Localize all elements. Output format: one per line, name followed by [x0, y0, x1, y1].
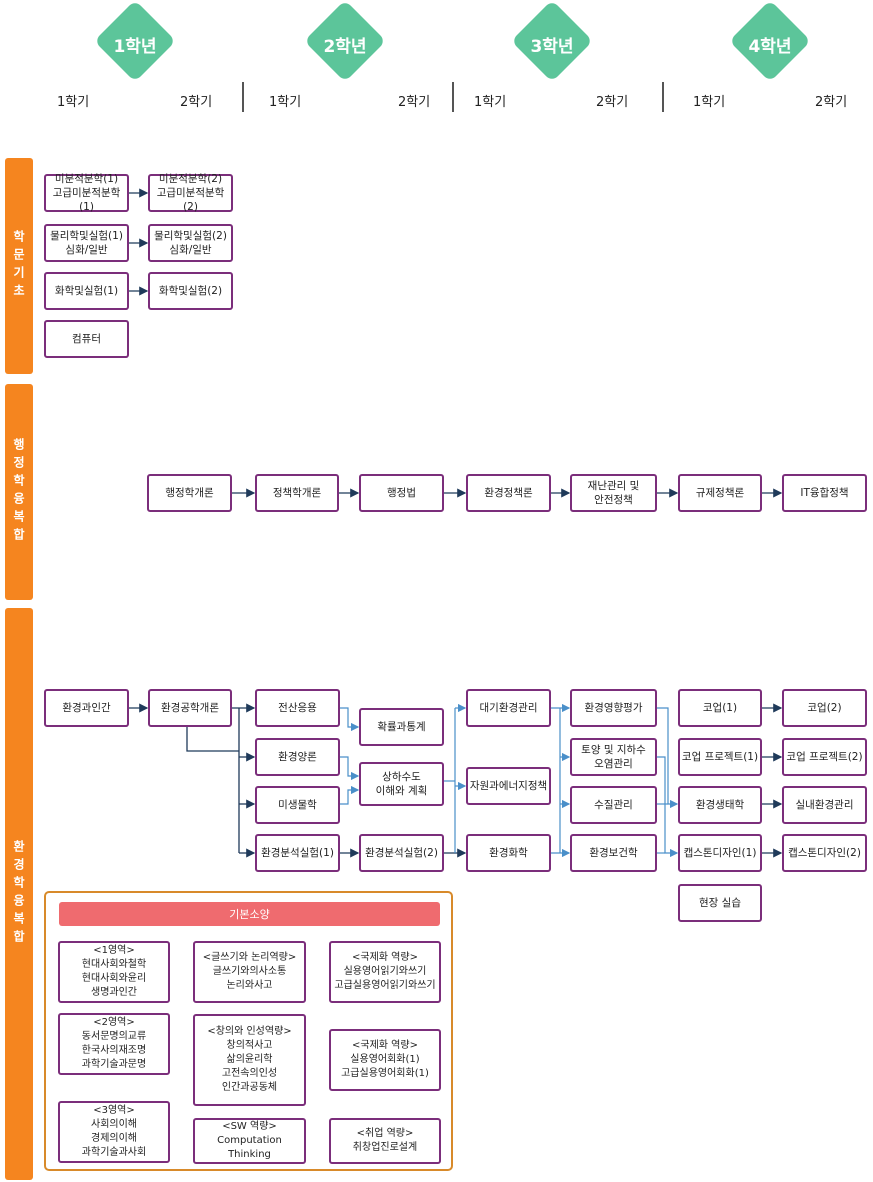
- general-area-3[interactable]: <3영역> 사회의이해 경제의이해 과학기술과사회: [58, 1101, 170, 1163]
- year-label-4: 4학년: [748, 37, 792, 57]
- course-eia[interactable]: 환경영향평가: [570, 689, 657, 727]
- course-env-policy[interactable]: 환경정책론: [466, 474, 551, 512]
- course-env-theory[interactable]: 환경양론: [255, 738, 340, 776]
- semester-label: 2학기: [815, 95, 848, 110]
- course-chemistry-2[interactable]: 화학및실험(2): [148, 272, 233, 310]
- course-capstone-1[interactable]: 캡스톤디자인(1): [678, 834, 762, 872]
- semester-label: 2학기: [596, 95, 629, 110]
- course-soil-groundwater[interactable]: 토양 및 지하수 오염관리: [570, 738, 657, 776]
- course-env-ecology[interactable]: 환경생태학: [678, 786, 762, 824]
- course-calculus-2[interactable]: 미분적분학(2) 고급미분적분학(2): [148, 173, 233, 213]
- course-resource-energy[interactable]: 자원과에너지정책: [466, 767, 551, 805]
- course-coop-project-2[interactable]: 코업 프로젝트(2): [782, 738, 867, 776]
- course-env-chemistry[interactable]: 환경화학: [466, 834, 551, 872]
- course-computing[interactable]: 전산응용: [255, 689, 340, 727]
- course-probability[interactable]: 확률과통계: [359, 708, 444, 746]
- section-basic-bar: 학문기초: [5, 158, 33, 374]
- semester-divider: [452, 82, 454, 112]
- year-label-1: 1학년: [113, 37, 157, 57]
- course-chemistry-1[interactable]: 화학및실험(1): [44, 272, 129, 310]
- course-calculus-1[interactable]: 미분적분학(1) 고급미분적분학(1): [44, 173, 129, 213]
- general-area-2[interactable]: <2영역> 동서문명의교류 한국사의재조명 과학기술과문명: [58, 1013, 170, 1075]
- course-regulation-policy[interactable]: 규제정책론: [678, 474, 762, 512]
- semester-label: 1학기: [474, 95, 507, 110]
- course-admin-intro[interactable]: 행정학개론: [147, 474, 232, 512]
- year-label-2: 2학년: [323, 37, 367, 57]
- section-env-label: 환경학융복합: [11, 840, 26, 948]
- course-microbiology[interactable]: 미생물학: [255, 786, 340, 824]
- section-env-bar: 환경학융복합: [5, 608, 33, 1180]
- course-env-eng-intro[interactable]: 환경공학개론: [148, 689, 232, 727]
- general-education-title: 기본소양: [59, 902, 440, 926]
- course-coop-2[interactable]: 코업(2): [782, 689, 867, 727]
- course-it-policy[interactable]: IT융합정책: [782, 474, 867, 512]
- course-computer[interactable]: 컴퓨터: [44, 320, 129, 358]
- course-field-practice[interactable]: 현장 실습: [678, 884, 762, 922]
- course-water-supply[interactable]: 상하수도 이해와 계획: [359, 762, 444, 806]
- semester-label: 2학기: [180, 95, 213, 110]
- course-water-quality[interactable]: 수질관리: [570, 786, 657, 824]
- course-env-lab-1[interactable]: 환경분석실험(1): [255, 834, 340, 872]
- general-education-panel: [44, 891, 453, 1171]
- course-capstone-2[interactable]: 캡스톤디자인(2): [782, 834, 867, 872]
- general-creativity-character[interactable]: <창의와 인성역량> 창의적사고 삶의윤리학 고전속의인성 인간과공동체: [193, 1014, 306, 1106]
- general-area-1[interactable]: <1영역> 현대사회와철학 현대사회와윤리 생명과인간: [58, 941, 170, 1003]
- semester-label: 1학기: [269, 95, 302, 110]
- course-env-health[interactable]: 환경보건학: [570, 834, 657, 872]
- semester-label: 1학기: [693, 95, 726, 110]
- general-sw[interactable]: <SW 역량> Computation Thinking: [193, 1118, 306, 1164]
- semester-label: 1학기: [57, 95, 90, 110]
- course-physics-1[interactable]: 물리학및실험(1) 심화/일반: [44, 224, 129, 262]
- general-career[interactable]: <취업 역량> 취창업진로설계: [329, 1118, 441, 1164]
- section-basic-label: 학문기초: [11, 230, 26, 302]
- general-writing-logic[interactable]: <글쓰기와 논리역량> 글쓰기와의사소통 논리와사고: [193, 941, 306, 1003]
- course-air-quality[interactable]: 대기환경관리: [466, 689, 551, 727]
- course-admin-law[interactable]: 행정법: [359, 474, 444, 512]
- course-disaster-policy[interactable]: 재난관리 및 안전정책: [570, 474, 657, 512]
- course-indoor-env[interactable]: 실내환경관리: [782, 786, 867, 824]
- course-policy-intro[interactable]: 정책학개론: [255, 474, 339, 512]
- semester-divider: [242, 82, 244, 112]
- semester-label: 2학기: [398, 95, 431, 110]
- course-coop-1[interactable]: 코업(1): [678, 689, 762, 727]
- section-admin-bar: 행정학융복합: [5, 384, 33, 600]
- course-coop-project-1[interactable]: 코업 프로젝트(1): [678, 738, 762, 776]
- general-global-conversation[interactable]: <국제화 역량> 실용영어회화(1) 고급실용영어회화(1): [329, 1029, 441, 1091]
- course-env-human[interactable]: 환경과인간: [44, 689, 129, 727]
- semester-divider: [662, 82, 664, 112]
- year-label-3: 3학년: [530, 37, 574, 57]
- section-admin-label: 행정학융복합: [11, 438, 26, 546]
- course-env-lab-2[interactable]: 환경분석실험(2): [359, 834, 444, 872]
- general-global-reading[interactable]: <국제화 역량> 실용영어읽기와쓰기 고급실용영어읽기와쓰기: [329, 941, 441, 1003]
- course-physics-2[interactable]: 물리학및실험(2) 심화/일반: [148, 224, 233, 262]
